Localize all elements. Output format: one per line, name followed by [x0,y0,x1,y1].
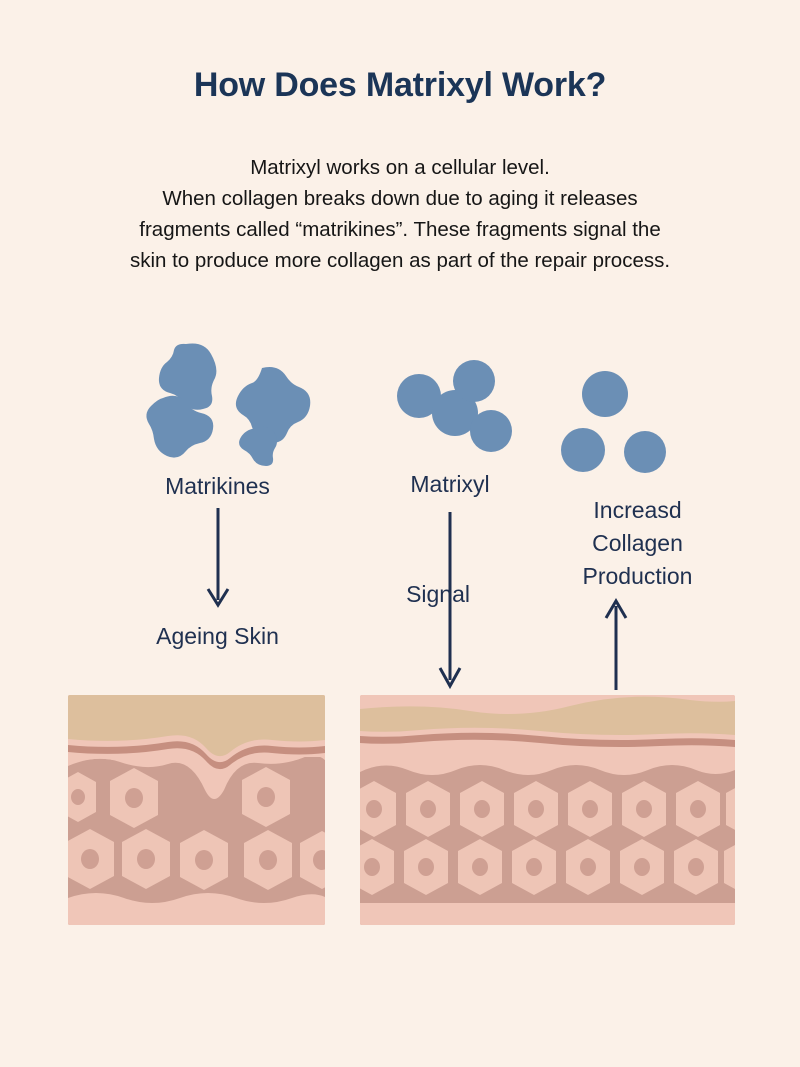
molecule-atom [397,374,441,418]
label-matrikines: Matrikines [165,473,270,499]
repaired-skin-panel [360,695,735,925]
page-description: Matrixyl works on a cellular level. When… [129,156,671,272]
cell-nucleus [81,849,325,870]
molecule-atom [453,360,495,402]
label-signal: Signal [406,581,470,607]
molecule-atom [470,410,512,452]
label-increased-collagen-production: Increasd Collagen Production [582,497,693,589]
collagen-circles-group [561,371,666,473]
label-matrixyl: Matrixyl [410,471,490,497]
matrikine-blob-icon [158,343,217,410]
arrow-collagen-up [604,598,628,690]
matrixyl-molecule-group [397,360,512,452]
matrikine-blob-icon [239,426,277,466]
matrikine-blob-icon [235,367,311,443]
cell-nucleus [364,858,704,876]
cell-nucleus [71,787,275,808]
collagen-circle [582,371,628,417]
matrikine-blob-icon [146,395,214,458]
label-ageing-skin: Ageing Skin [156,623,279,649]
arrow-matrixyl-signal [438,512,462,690]
ageing-skin-panel [68,695,325,925]
page-title: How Does Matrixyl Work? [193,66,607,104]
arrow-matrikines-to-ageing [206,508,230,608]
collagen-circle [561,428,605,472]
molecule-atom [432,390,478,436]
matrikines-blob-group [146,343,311,466]
cell-nucleus [366,800,706,818]
collagen-circle [624,431,666,473]
